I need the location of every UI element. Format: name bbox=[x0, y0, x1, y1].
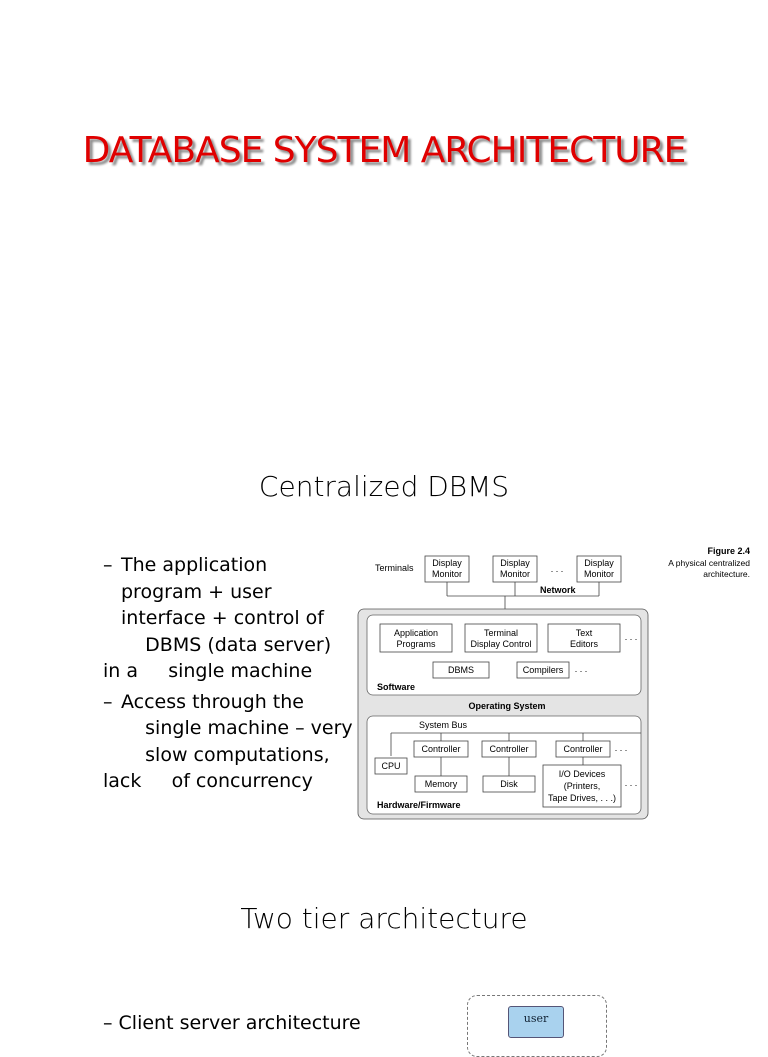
figure-caption-title: Figure 2.4 bbox=[707, 546, 750, 556]
controller-box bbox=[555, 740, 611, 758]
hardware-label: Hardware/Firmware bbox=[377, 800, 461, 810]
controller-label: Controller bbox=[421, 744, 460, 754]
compilers-box bbox=[516, 661, 570, 679]
controller-label: Controller bbox=[489, 744, 528, 754]
bullet-item: – Access through the single machine – ve… bbox=[103, 689, 353, 795]
bullet-item: – The application program + user interfa… bbox=[103, 552, 343, 685]
monitor-label: Display bbox=[432, 558, 462, 568]
user-box: user bbox=[508, 1006, 564, 1038]
client-dashed-box: user bbox=[467, 995, 607, 1057]
box-label: Application bbox=[394, 628, 438, 638]
io-label: I/O Devices bbox=[559, 769, 606, 779]
ellipsis: . . . bbox=[625, 778, 638, 788]
bullet-line: DBMS (data server) bbox=[121, 633, 332, 656]
figure-caption-line: A physical centralized bbox=[668, 558, 750, 568]
bullet-line: slow computations, bbox=[121, 743, 330, 766]
dbms-box bbox=[432, 661, 490, 679]
box-label: Programs bbox=[396, 639, 436, 649]
software-label: Software bbox=[377, 682, 415, 692]
io-devices-box bbox=[542, 764, 622, 808]
disk-box bbox=[482, 775, 536, 793]
monitor-label: Display bbox=[500, 558, 530, 568]
text-editors-box bbox=[547, 623, 621, 653]
memory-box bbox=[414, 775, 468, 793]
cpu-label: CPU bbox=[381, 761, 400, 771]
cpu-box bbox=[374, 757, 408, 775]
bullet-line: single machine – very bbox=[121, 717, 353, 739]
terminals-label: Terminals bbox=[375, 563, 414, 573]
bullet-line: lack of concurrency bbox=[103, 770, 313, 792]
ellipsis: . . . bbox=[551, 564, 564, 574]
box-label: Text bbox=[576, 628, 593, 638]
bullet-line: Access through the bbox=[121, 690, 304, 713]
figure-caption-line: architecture. bbox=[703, 569, 750, 579]
disk-label: Disk bbox=[500, 779, 518, 789]
page-title: DATABASE SYSTEM ARCHITECTURE bbox=[82, 130, 687, 171]
ellipsis: . . . bbox=[615, 743, 628, 753]
bullet-line: program + user bbox=[121, 580, 272, 603]
box-label: Terminal bbox=[484, 628, 518, 638]
memory-label: Memory bbox=[425, 779, 458, 789]
system-bus-label: System Bus bbox=[419, 720, 468, 730]
monitor-label: Monitor bbox=[500, 569, 530, 579]
controller-box bbox=[413, 740, 469, 758]
display-monitor-box bbox=[492, 555, 538, 583]
dash-marker: – bbox=[103, 554, 113, 576]
box-label: Display Control bbox=[470, 639, 531, 649]
network-label: Network bbox=[540, 585, 577, 595]
two-tier-heading: Two tier architecture bbox=[240, 902, 528, 935]
bullet-line: The application bbox=[121, 554, 268, 576]
display-monitor-box bbox=[424, 555, 470, 583]
dash-marker: – bbox=[103, 690, 113, 713]
box-label: Editors bbox=[570, 639, 599, 649]
ellipsis: . . . bbox=[575, 664, 588, 674]
bullet-line: interface + control of bbox=[121, 607, 324, 629]
bullet-line: in a single machine bbox=[103, 660, 313, 682]
operating-system-label: Operating System bbox=[468, 701, 545, 711]
terminal-display-control-box bbox=[464, 623, 538, 653]
controller-box bbox=[481, 740, 537, 758]
monitor-label: Display bbox=[584, 558, 614, 568]
two-tier-bullet: – Client server architecture bbox=[103, 1012, 361, 1034]
io-label: Tape Drives, . . .) bbox=[548, 793, 616, 803]
controller-label: Controller bbox=[563, 744, 602, 754]
monitor-label: Monitor bbox=[432, 569, 462, 579]
ellipsis: . . . bbox=[625, 632, 638, 642]
monitor-label: Monitor bbox=[584, 569, 614, 579]
dbms-label: DBMS bbox=[448, 665, 474, 675]
compilers-label: Compilers bbox=[523, 665, 564, 675]
io-label: (Printers, bbox=[564, 781, 601, 791]
centralized-architecture-figure: Figure 2.4 A physical centralized archit… bbox=[355, 545, 755, 825]
centralized-heading: Centralized DBMS bbox=[258, 470, 510, 503]
application-programs-box bbox=[379, 623, 453, 653]
centralized-bullets: – The application program + user interfa… bbox=[103, 552, 353, 799]
